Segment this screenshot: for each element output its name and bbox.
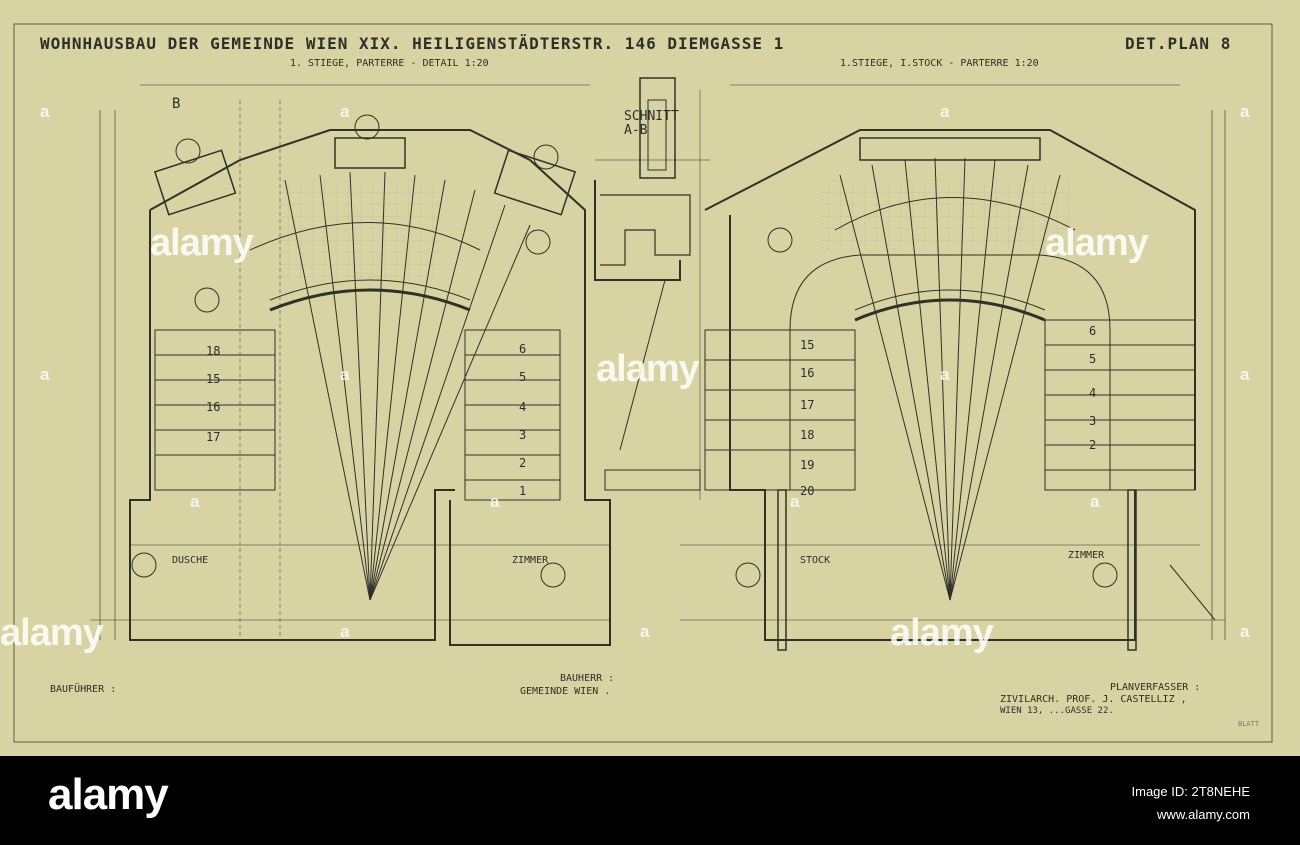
watermark-text: alamy	[596, 348, 700, 390]
right-step-number: 5	[1089, 352, 1097, 366]
sheet-stamp: BLATT	[1238, 720, 1260, 728]
right-step-number: 15	[800, 338, 815, 352]
floor-plan-drawing	[13, 23, 1273, 743]
left-step-number: 5	[519, 370, 527, 384]
watermark-logo-icon: a	[190, 492, 200, 511]
left-step-number: 4	[519, 400, 527, 414]
right-plan-caption: 1.STIEGE, I.STOCK - PARTERRE 1:20	[840, 58, 1039, 69]
stock-footer-bar	[0, 756, 1300, 845]
watermark-logo-icon: a	[1240, 622, 1250, 641]
client-label: BAUHERR :	[560, 673, 615, 684]
watermark-logo-icon: a	[340, 622, 350, 641]
watermark-logo-icon: a	[40, 102, 50, 121]
stock-logo[interactable]: alamy	[48, 770, 169, 819]
watermark-logo-icon: a	[340, 102, 350, 121]
left-step-number: 18	[206, 344, 221, 358]
image-info: Image ID: 2T8NEHE www.alamy.com	[1132, 780, 1251, 826]
right-step-number: 16	[800, 366, 815, 380]
right-step-number: 6	[1089, 324, 1097, 338]
watermark-text: alamy	[0, 612, 104, 654]
watermark-logo-icon: a	[790, 492, 800, 511]
watermark-logo-icon: a	[1240, 102, 1250, 121]
watermark-logo-icon: a	[640, 622, 650, 641]
right-step-number: 18	[800, 428, 815, 442]
watermark-logo-icon: a	[1240, 365, 1250, 384]
right-step-number: 17	[800, 398, 815, 412]
client-name: GEMEINDE WIEN .	[520, 686, 611, 697]
watermark-logo-icon: a	[1090, 492, 1100, 511]
blueprint-sheet: WOHNHAUSBAU DER GEMEINDE WIEN XIX. HEILI…	[0, 0, 1300, 756]
left-step-number: 3	[519, 428, 527, 442]
right-stair-plan	[680, 84, 1226, 651]
site-manager-label: BAUFÜHRER :	[50, 684, 117, 695]
left-plan-caption: 1. STIEGE, PARTERRE - DETAIL 1:20	[290, 58, 489, 69]
left-step-number: 1	[519, 484, 527, 498]
left-step-number: 16	[206, 400, 221, 414]
watermark-logo-icon: a	[940, 365, 950, 384]
drawing-title: WOHNHAUSBAU DER GEMEINDE WIEN XIX. HEILI…	[40, 34, 785, 53]
right-room-label-2: ZIMMER	[1068, 550, 1105, 561]
section-marker: B	[172, 96, 181, 112]
right-step-number: 20	[800, 484, 815, 498]
watermark-text: alamy	[150, 222, 254, 264]
left-step-number: 17	[206, 430, 221, 444]
plan-number: DET.PLAN 8	[1125, 34, 1232, 53]
designer-label: PLANVERFASSER :	[1110, 682, 1201, 693]
watermark-logo-icon: a	[340, 365, 350, 384]
left-room-label-2: ZIMMER	[512, 555, 549, 566]
right-step-number: 3	[1089, 414, 1097, 428]
watermark-text: alamy	[890, 612, 994, 654]
left-step-number: 6	[519, 342, 527, 356]
watermark-logo-icon: a	[490, 492, 500, 511]
site-url[interactable]: www.alamy.com	[1157, 807, 1250, 822]
left-step-number: 15	[206, 372, 221, 386]
left-step-number: 2	[519, 456, 527, 470]
designer-address: WIEN 13, ...GASSE 22.	[1000, 706, 1114, 716]
watermark-logo-icon: a	[940, 102, 950, 121]
left-room-label-1: DUSCHE	[172, 555, 209, 566]
designer-name: ZIVILARCH. PROF. J. CASTELLIZ ,	[1000, 694, 1187, 705]
section-label: SCHNITT A-B	[624, 109, 679, 138]
right-step-number: 4	[1089, 386, 1097, 400]
right-step-number: 19	[800, 458, 815, 472]
watermark-logo-icon: a	[40, 365, 50, 384]
watermark-text: alamy	[1045, 222, 1149, 264]
right-step-number: 2	[1089, 438, 1097, 452]
image-id: Image ID: 2T8NEHE	[1131, 784, 1251, 799]
section-a-b	[594, 77, 710, 500]
sheet-border	[13, 23, 1273, 743]
right-room-label-1: STOCK	[800, 555, 831, 566]
